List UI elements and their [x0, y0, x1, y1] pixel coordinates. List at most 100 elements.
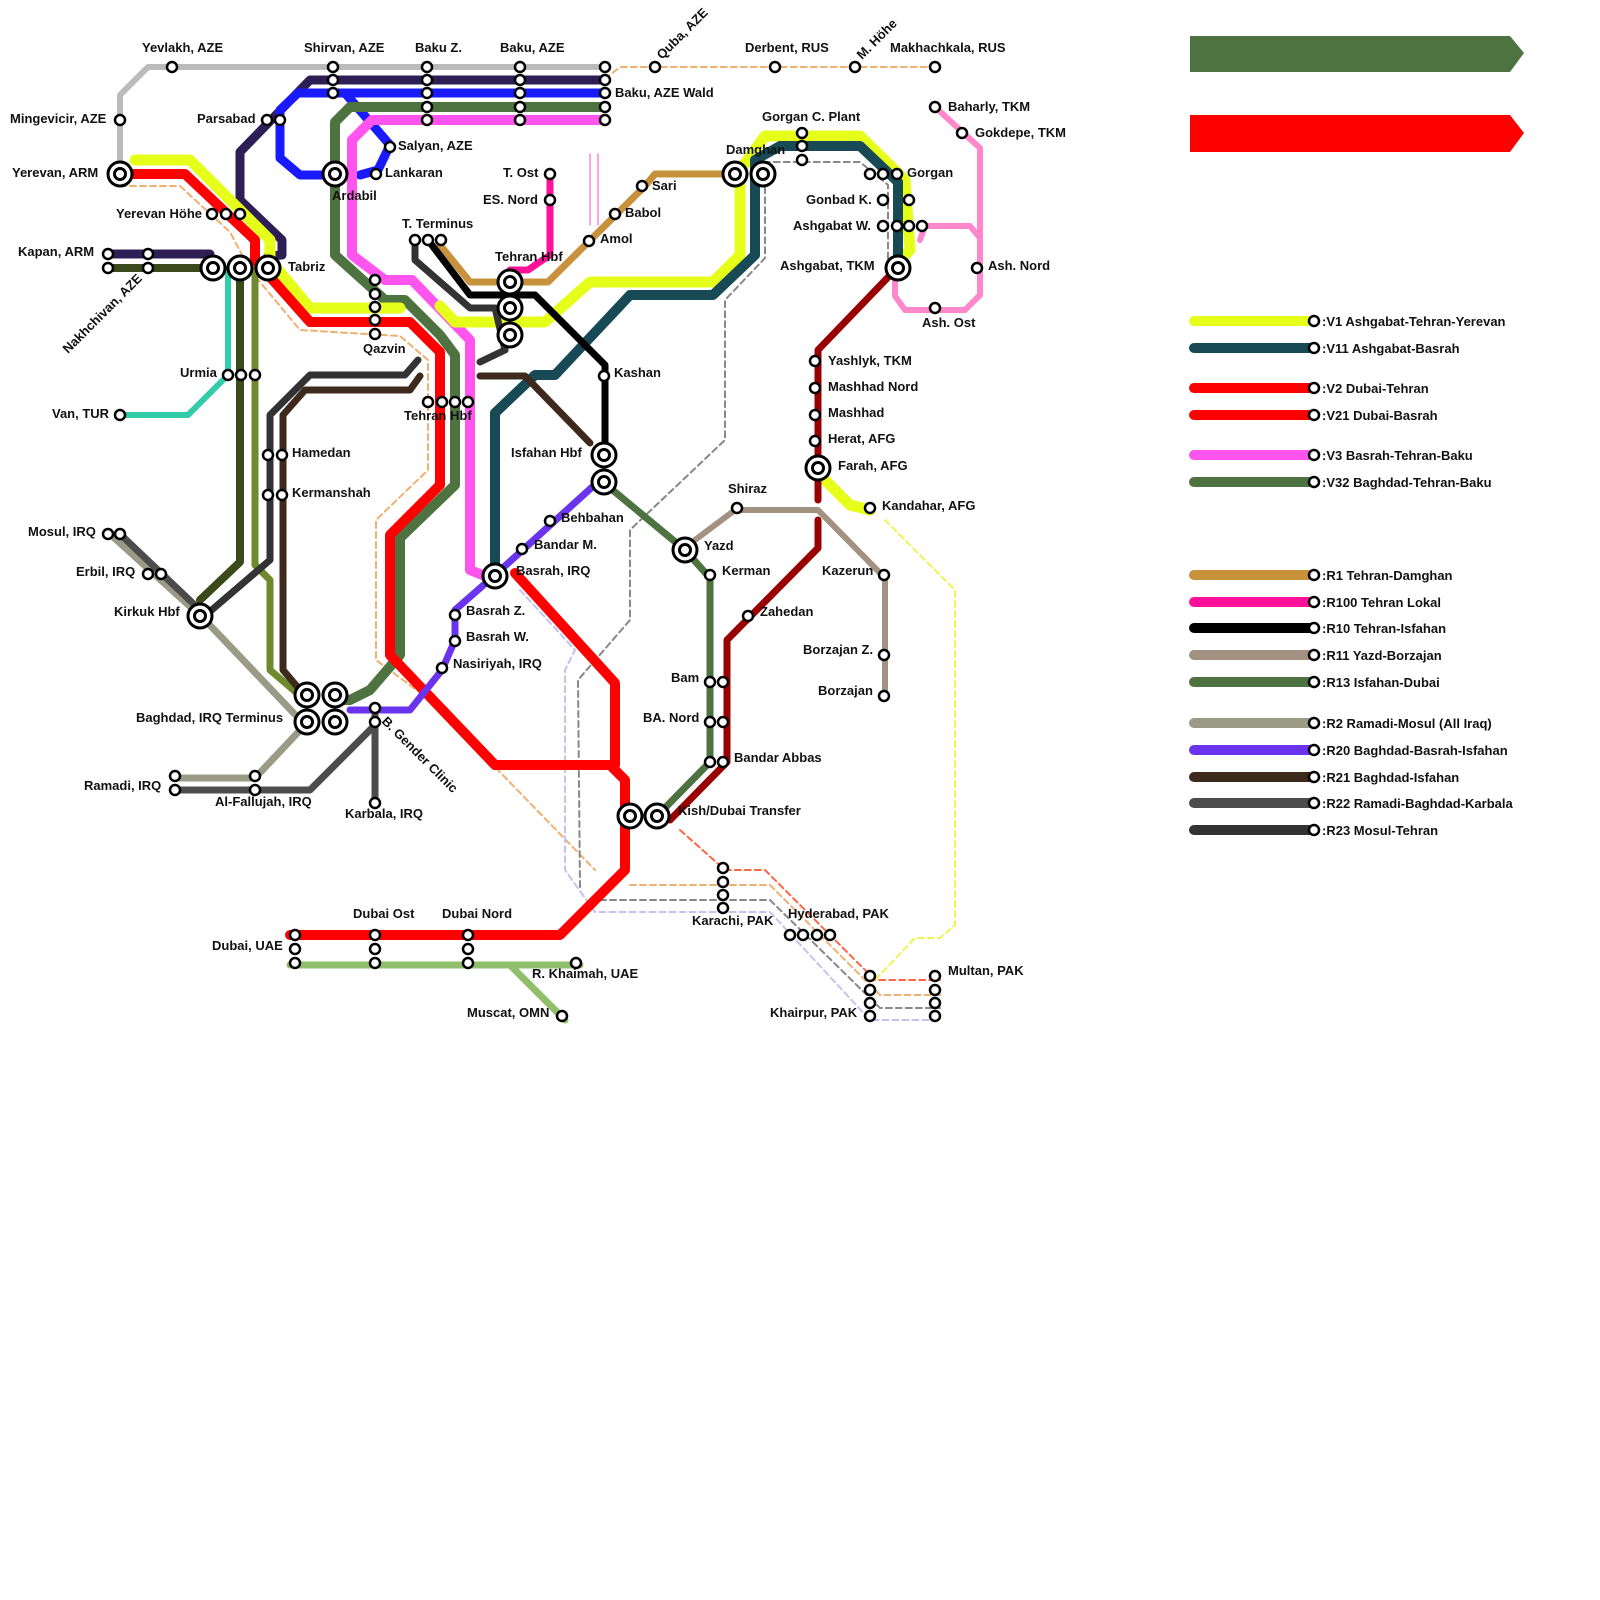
station-stop — [878, 195, 888, 205]
station-stop — [170, 785, 180, 795]
station-label-gorgan: Gorgan — [907, 165, 953, 180]
station-stop — [263, 490, 273, 500]
interchange-hub-core — [302, 690, 313, 701]
interchange-hub-core — [730, 169, 741, 180]
station-stop — [718, 677, 728, 687]
station-label-damghan: Damghan — [726, 142, 785, 157]
legend-marker-r100 — [1309, 597, 1319, 607]
station-stop — [972, 263, 982, 273]
station-label-bandar-m: Bandar M. — [534, 537, 597, 552]
station-stop — [517, 544, 527, 554]
station-stop — [277, 490, 287, 500]
station-label-baku-z: Baku Z. — [415, 40, 462, 55]
station-stop — [515, 115, 525, 125]
station-stop — [436, 235, 446, 245]
station-label-sari: Sari — [652, 178, 677, 193]
station-label-baku-wald: Baku, AZE Wald — [615, 85, 714, 100]
station-label-tehran-hbf: Tehran Hbf — [495, 249, 563, 264]
station-stop — [637, 181, 647, 191]
station-label-farah: Farah, AFG — [838, 458, 908, 473]
station-label-hyderabad: Hyderabad, PAK — [788, 906, 890, 921]
station-label-khairpur: Khairpur, PAK — [770, 1005, 858, 1020]
legend-marker-v21 — [1309, 410, 1319, 420]
station-stop — [275, 115, 285, 125]
station-label-herat: Herat, AFG — [828, 431, 895, 446]
station-stop — [515, 62, 525, 72]
station-label-zahedan: Zahedan — [760, 604, 814, 619]
station-stop — [463, 930, 473, 940]
station-stop — [463, 958, 473, 968]
station-label-es-nord: ES. Nord — [483, 192, 538, 207]
station-label-dubai: Dubai, UAE — [212, 938, 283, 953]
station-label-borzajan-z: Borzajan Z. — [803, 642, 873, 657]
station-stop — [410, 235, 420, 245]
station-stop — [170, 771, 180, 781]
interchange-hub-core — [115, 169, 126, 180]
station-stop — [143, 263, 153, 273]
interchange-hub-core — [625, 811, 636, 822]
legend-marker-r2 — [1309, 718, 1319, 728]
station-label-kirkuk: Kirkuk Hbf — [114, 604, 180, 619]
station-stop — [600, 75, 610, 85]
line-r1-tan — [440, 174, 735, 282]
station-stop — [290, 944, 300, 954]
station-stop — [221, 209, 231, 219]
station-stop — [718, 877, 728, 887]
station-stop — [600, 62, 610, 72]
station-stop — [930, 303, 940, 313]
station-stop — [370, 717, 380, 727]
station-stop — [599, 371, 609, 381]
legend-marker-r13 — [1309, 677, 1319, 687]
station-stop — [545, 195, 555, 205]
station-label-bam: Bam — [671, 670, 699, 685]
station-stop — [892, 169, 902, 179]
station-label-amol: Amol — [600, 231, 633, 246]
station-stop — [930, 102, 940, 112]
station-label-qazvin: Qazvin — [363, 341, 406, 356]
line-amol-tracks — [590, 154, 598, 225]
station-label-bandar-abbas: Bandar Abbas — [734, 750, 822, 765]
station-stop — [250, 771, 260, 781]
interchange-hub-core — [505, 303, 516, 314]
interchange-hub-core — [330, 169, 341, 180]
station-stop — [732, 503, 742, 513]
station-stop — [235, 209, 245, 219]
station-stop — [718, 717, 728, 727]
legend-marker-r20 — [1309, 745, 1319, 755]
station-stop — [423, 235, 433, 245]
station-stop — [423, 397, 433, 407]
banner-arrow-red — [1190, 115, 1524, 152]
station-label-t-ost: T. Ost — [503, 165, 539, 180]
station-label-karbala: Karbala, IRQ — [345, 806, 423, 821]
station-stop — [515, 75, 525, 85]
station-label-karachi: Karachi, PAK — [692, 913, 774, 928]
station-label-van: Van, TUR — [52, 406, 110, 421]
station-stop — [370, 315, 380, 325]
station-stop — [422, 62, 432, 72]
station-stop — [450, 636, 460, 646]
station-stop — [422, 115, 432, 125]
legend-label-r23: :R23 Mosul-Tehran — [1322, 823, 1438, 838]
station-label-nakhchivan: Nakhchivan, AZE — [60, 271, 146, 357]
station-stop — [718, 903, 728, 913]
station-label-kandahar: Kandahar, AFG — [882, 498, 975, 513]
station-label-shiraz: Shiraz — [728, 481, 768, 496]
legend-label-v2: :V2 Dubai-Tehran — [1322, 381, 1429, 396]
station-label-m-hohe: M. Höhe — [854, 16, 900, 62]
station-label-urmia: Urmia — [180, 365, 218, 380]
station-label-r-khaimah: R. Khaimah, UAE — [532, 966, 639, 981]
station-stop — [463, 944, 473, 954]
station-stop — [143, 569, 153, 579]
station-stop — [263, 450, 273, 460]
station-stop — [878, 221, 888, 231]
station-stop — [370, 302, 380, 312]
legend-label-r11: :R11 Yazd-Borzajan — [1322, 648, 1442, 663]
station-stop — [917, 221, 927, 231]
legend-label-r2: :R2 Ramadi-Mosul (All Iraq) — [1322, 716, 1492, 731]
station-label-kerman: Kerman — [722, 563, 770, 578]
station-label-yevlakh: Yevlakh, AZE — [142, 40, 223, 55]
station-label-gokdepe: Gokdepe, TKM — [975, 125, 1066, 140]
station-stop — [422, 88, 432, 98]
station-stop — [879, 650, 889, 660]
